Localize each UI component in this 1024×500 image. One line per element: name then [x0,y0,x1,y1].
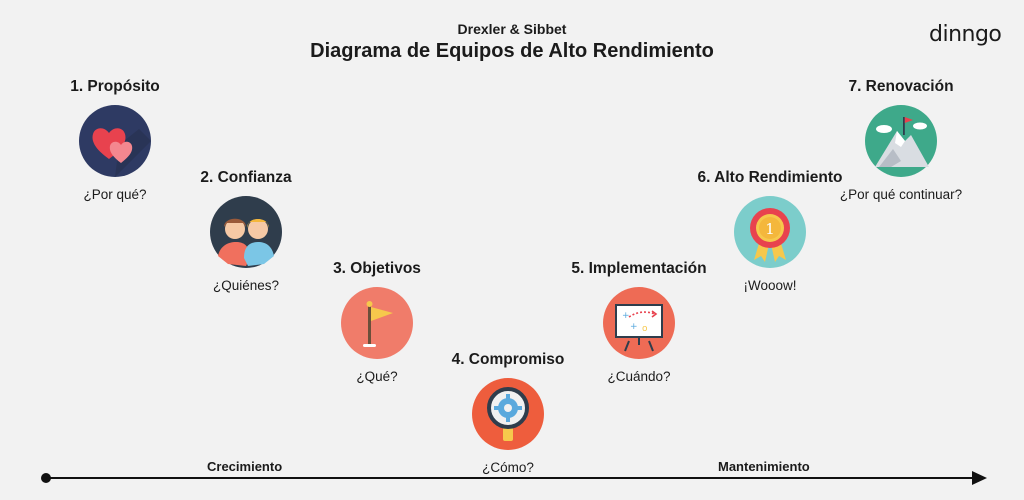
axis-label-crecimiento: Crecimiento [207,459,283,474]
stage-title: 5. Implementación [571,260,707,277]
stage-renovacion: 7. Renovación ¿Por qué continuar? [801,77,1001,202]
svg-text:1: 1 [765,220,775,238]
stage-title: 3. Objetivos [333,260,421,277]
timeline-arrow-icon [972,471,987,485]
dinngo-logo: dinngo [929,22,1002,47]
diagram-subtitle: Drexler & Sibbet [457,21,567,37]
hearts-icon [79,105,151,177]
stage-title: 6. Alto Rendimiento [697,169,843,186]
stage-implementacion: 5. Implementación + + o ¿Cuándo? [539,259,739,384]
gear-magnifier-icon [472,378,544,450]
timeline-start-dot [41,473,51,483]
stage-alto-rendimiento: 6. Alto Rendimiento 1 ¡Wooow! [670,168,870,293]
stage-question: ¿Por qué continuar? [839,187,963,202]
flag-icon [341,287,413,359]
stage-question: ¿Cuándo? [607,369,671,384]
stage-question: ¿Por qué? [83,187,147,202]
stage-title: 4. Compromiso [451,351,565,368]
diagram-title: Diagrama de Equipos de Alto Rendimiento [310,40,714,62]
stage-title: 1. Propósito [70,78,160,95]
stage-proposito: 1. Propósito ¿Por qué? [15,77,215,202]
stage-confianza: 2. Confianza ¿Quiénes? [146,168,346,293]
axis-label-mantenimiento: Mantenimiento [718,459,810,474]
stage-title: 7. Renovación [848,78,954,95]
stage-question: ¿Qué? [356,369,398,384]
stage-question: ¡Wooow! [743,278,797,293]
mountain-flag-icon [865,105,937,177]
stage-compromiso: 4. Compromiso ¿Cómo? [408,350,608,475]
whiteboard-plan-icon: + + o [603,287,675,359]
svg-text:+: + [630,322,638,332]
stage-question: ¿Quiénes? [212,278,280,293]
medal-icon: 1 [734,196,806,268]
timeline-axis-line [46,477,976,479]
stage-objetivos: 3. Objetivos ¿Qué? [277,259,477,384]
svg-text:+: + [622,311,630,321]
stage-question: ¿Cómo? [482,460,534,475]
people-icon [210,196,282,268]
stage-title: 2. Confianza [200,169,292,186]
svg-text:o: o [642,324,648,334]
